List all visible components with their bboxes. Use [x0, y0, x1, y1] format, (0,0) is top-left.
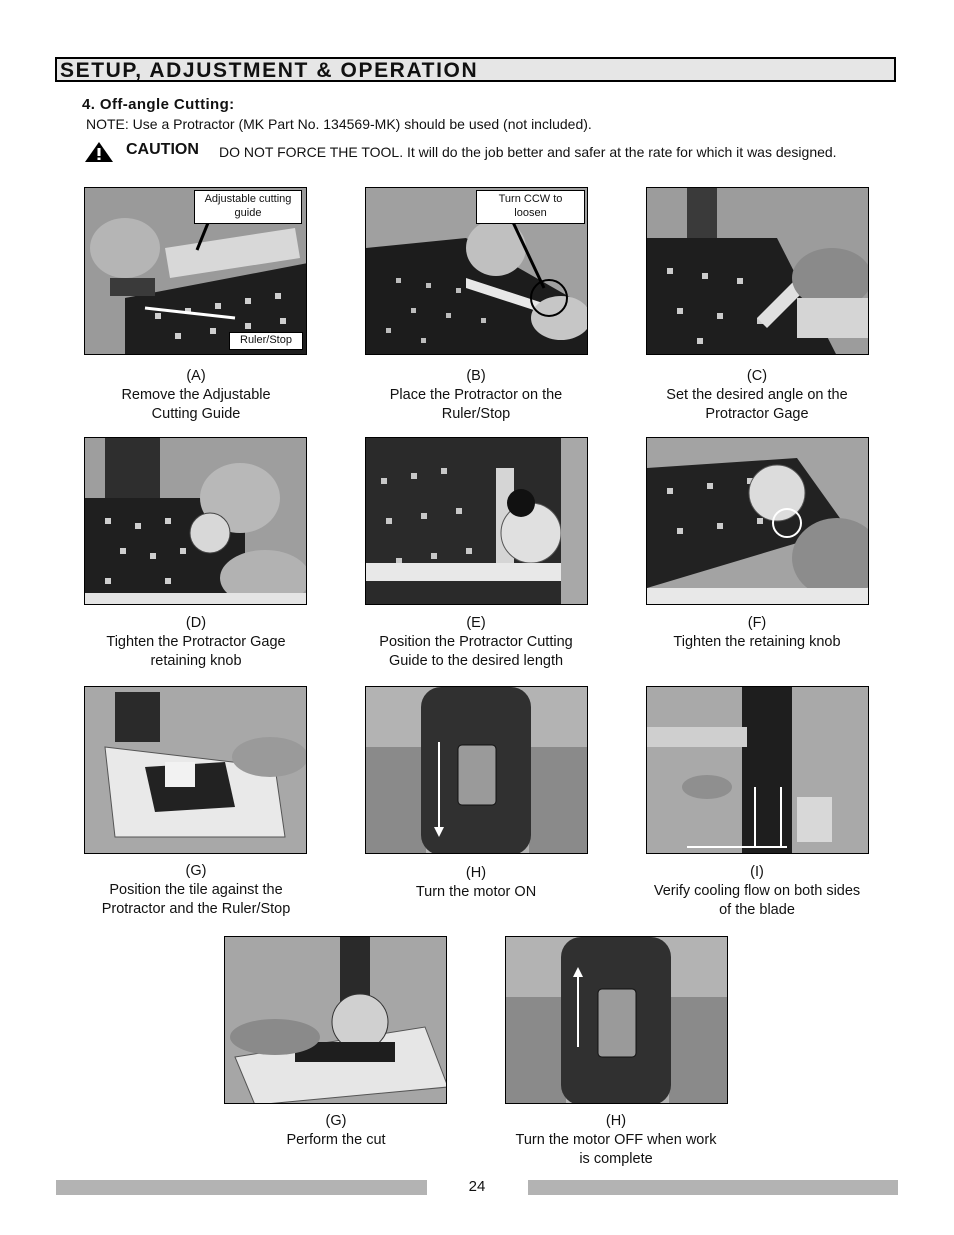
- caption-text: Verify cooling flow on both sides of the…: [653, 883, 861, 918]
- caution-label: CAUTION: [126, 141, 199, 158]
- caption-letter: (I): [750, 864, 764, 880]
- photo-step-f: [646, 437, 869, 605]
- photo-step-h-on: [365, 686, 588, 854]
- caption-step-d: (D) Tighten the Protractor Gage retainin…: [66, 614, 326, 671]
- caption-step-h-off: (H) Turn the motor OFF when work is comp…: [486, 1112, 746, 1169]
- caption-text: Place the Protractor on the Ruler/Stop: [389, 387, 563, 422]
- caption-text: Set the desired angle on the Protractor …: [666, 387, 848, 422]
- caption-step-f: (F) Tighten the retaining knob: [627, 614, 887, 652]
- caption-letter: (D): [185, 615, 207, 631]
- callout-ruler-stop: Ruler/Stop: [229, 332, 303, 350]
- footer-bar-right: [528, 1180, 898, 1195]
- caption-text: Turn the motor OFF when work is complete: [515, 1132, 717, 1167]
- caption-step-i: (I) Verify cooling flow on both sides of…: [627, 863, 887, 920]
- caption-step-perform-cut: (G) Perform the cut: [206, 1112, 466, 1150]
- section-header: SETUP, ADJUSTMENT & OPERATION: [55, 57, 896, 82]
- photo-step-g: [84, 686, 307, 854]
- caption-step-b: (B) Place the Protractor on the Ruler/St…: [346, 367, 606, 424]
- caption-text: Perform the cut: [286, 1132, 386, 1148]
- caption-step-a: (A) Remove the Adjustable Cutting Guide: [66, 367, 326, 424]
- caption-text: Tighten the retaining knob: [673, 634, 841, 650]
- caption-text: Position the tile against the Protractor…: [101, 882, 291, 917]
- warning-triangle-icon: [85, 142, 113, 162]
- photo-step-i: [646, 686, 869, 854]
- photo-step-e: [365, 437, 588, 605]
- caption-text: Turn the motor ON: [415, 884, 537, 900]
- caption-letter: (C): [746, 368, 768, 384]
- caption-letter: (B): [466, 368, 486, 384]
- callout-adjustable-cutting-guide: Adjustable cutting guide: [194, 190, 302, 224]
- page-number: 24: [468, 1178, 486, 1195]
- caption-letter: (E): [466, 615, 486, 631]
- photo-step-h-off: [505, 936, 728, 1104]
- caption-letter: (F): [747, 615, 767, 631]
- caption-letter: (H): [465, 865, 487, 881]
- caption-step-e: (E) Position the Protractor Cutting Guid…: [346, 614, 606, 671]
- caption-letter: (G): [185, 863, 207, 879]
- callout-turn-ccw: Turn CCW to loosen: [476, 190, 585, 224]
- caption-text: Tighten the Protractor Gage retaining kn…: [106, 634, 286, 669]
- photo-step-perform-cut: [224, 936, 447, 1104]
- caption-letter: (G): [325, 1113, 347, 1129]
- note-text: NOTE: Use a Protractor (MK Part No. 1345…: [86, 116, 592, 132]
- caution-text: DO NOT FORCE THE TOOL. It will do the jo…: [219, 144, 837, 160]
- photo-step-c: [646, 187, 869, 355]
- caption-step-h-on: (H) Turn the motor ON: [346, 864, 606, 902]
- caption-step-g: (G) Position the tile against the Protra…: [66, 862, 326, 919]
- caption-letter: (A): [186, 368, 206, 384]
- subsection-title: 4. Off-angle Cutting:: [82, 96, 235, 113]
- caption-text: Position the Protractor Cutting Guide to…: [379, 634, 573, 669]
- footer-bar-left: [56, 1180, 427, 1195]
- caption-text: Remove the Adjustable Cutting Guide: [121, 387, 271, 422]
- section-header-title: SETUP, ADJUSTMENT & OPERATION: [60, 59, 479, 82]
- photo-step-d: [84, 437, 307, 605]
- caption-letter: (H): [605, 1113, 627, 1129]
- caption-step-c: (C) Set the desired angle on the Protrac…: [627, 367, 887, 424]
